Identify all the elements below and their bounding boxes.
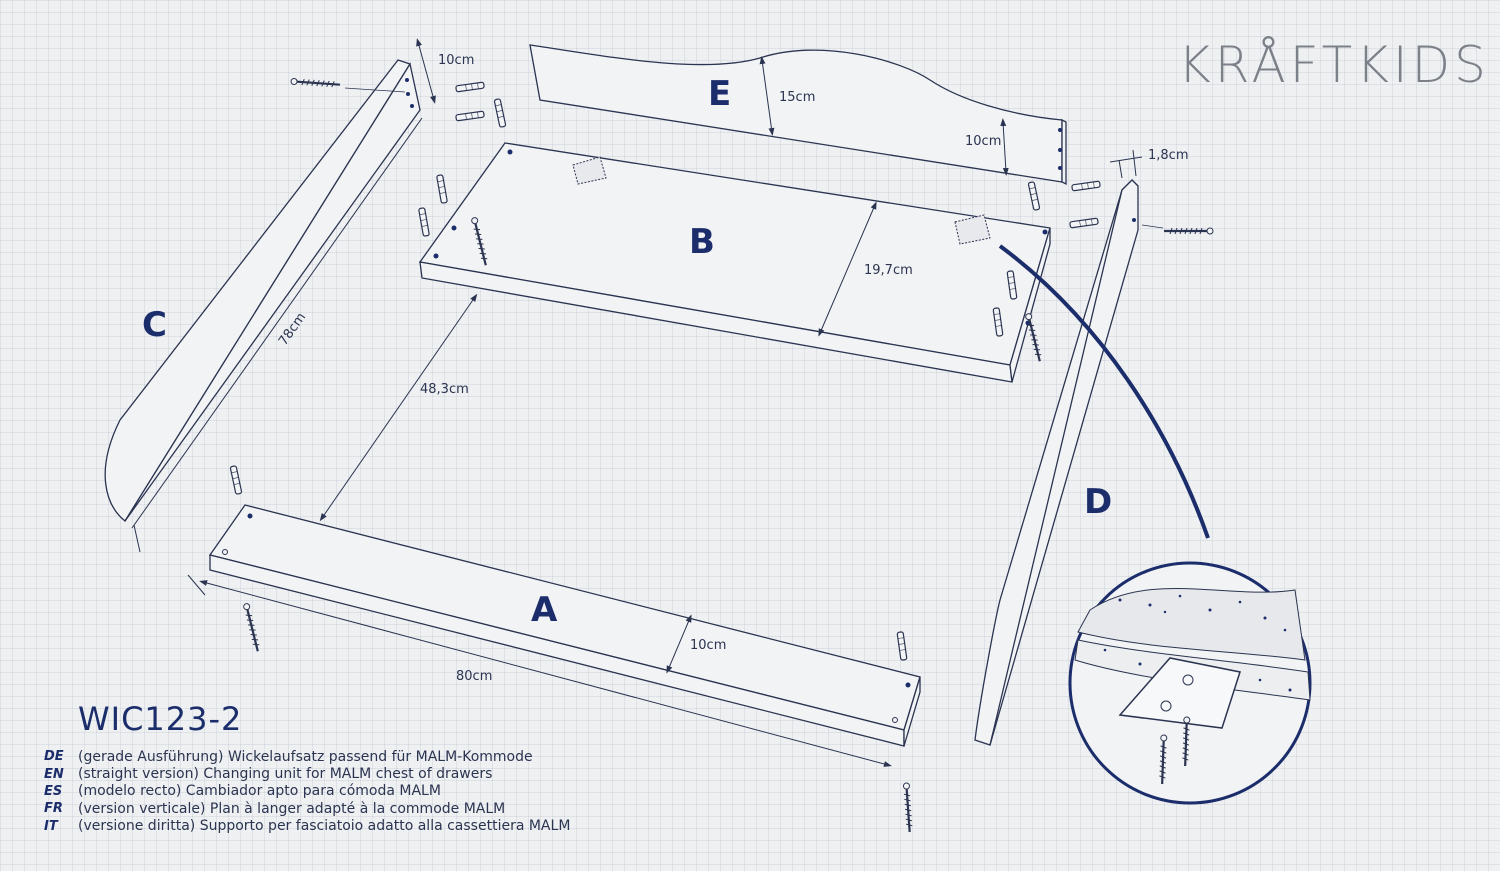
description-row: ES (modelo recto) Cambiador apto para cóm… [44,783,570,800]
board-d [974,179,1139,746]
board-c [104,59,421,522]
description-text: (versione diritta) Supporto per fasciato… [78,818,571,835]
part-label-e: E [708,74,732,114]
part-label-a: A [531,590,558,630]
dim-e-end: 10cm [965,134,1002,149]
language-code: EN [44,766,64,782]
model-number: WIC123-2 [78,700,243,738]
description-text: (version verticale) Plan à langer adapté… [78,800,506,817]
description-row: DE (gerade Ausführung) Wickelaufsatz pass… [44,748,570,765]
dim-a-width: 10cm [690,638,727,653]
description-row: EN (straight version) Changing unit for M… [44,765,570,782]
language-code: IT [44,818,58,834]
description-row: IT (versione diritta) Supporto per fascia… [44,818,570,835]
description-text: (straight version) Changing unit for MAL… [78,766,493,783]
description-text: (gerade Ausführung) Wickelaufsatz passen… [78,748,533,765]
description-row: FR (version verticale) Plan à langer adap… [44,800,570,817]
description-list: DE (gerade Ausführung) Wickelaufsatz pass… [44,748,570,835]
board-a [208,504,921,747]
dim-e-height: 15cm [779,90,816,105]
brand-logo: KRÅFTKIDS [1178,36,1490,94]
language-code: FR [44,801,63,817]
part-label-c: C [142,305,167,345]
dim-b-width: 19,7cm [864,263,913,278]
board-e [529,44,1067,186]
language-code: DE [44,749,64,765]
dim-depth: 48,3cm [420,382,469,397]
part-label-b: B [689,222,715,262]
board-b [418,142,1051,383]
description-text: (modelo recto) Cambiador apto para cómod… [78,783,441,800]
dim-a-length: 80cm [456,669,493,684]
part-label-d: D [1084,482,1113,522]
bracket-detail-view [1068,561,1312,805]
dim-d-thickness: 1,8cm [1148,148,1189,163]
language-code: ES [44,783,63,799]
dim-c-width: 10cm [438,53,475,68]
